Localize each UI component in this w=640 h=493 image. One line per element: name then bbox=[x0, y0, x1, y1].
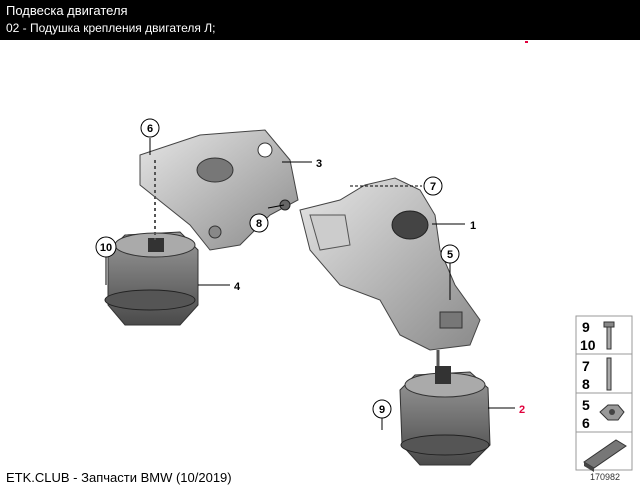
callout-6[interactable]: 6 bbox=[140, 118, 160, 138]
page-subtitle: 02 - Подушка крепления двигателя Л; bbox=[6, 21, 216, 35]
part-2-mount-right[interactable] bbox=[399, 350, 491, 466]
nut-icon bbox=[599, 404, 625, 421]
panel-icon bbox=[583, 439, 627, 472]
legend-10: 10 bbox=[580, 337, 596, 353]
footer-source: ETK.CLUB - Запчасти BMW (10/2019) bbox=[6, 470, 232, 485]
svg-text:1: 1 bbox=[470, 220, 476, 232]
svg-text:3: 3 bbox=[316, 158, 322, 170]
red-marker bbox=[525, 41, 528, 43]
svg-text:4: 4 bbox=[234, 281, 241, 293]
legend-6: 6 bbox=[582, 415, 590, 431]
part-1-bracket[interactable] bbox=[299, 177, 481, 351]
svg-text:2: 2 bbox=[519, 404, 525, 416]
image-ref: 170982 bbox=[590, 472, 621, 482]
callout-4[interactable]: 4 bbox=[234, 281, 241, 293]
legend-8: 8 bbox=[582, 376, 590, 392]
svg-text:5: 5 bbox=[447, 249, 453, 261]
legend-9: 9 bbox=[582, 319, 590, 335]
fastener-legend: 9 10 7 8 5 6 bbox=[575, 315, 633, 472]
svg-text:6: 6 bbox=[147, 123, 153, 135]
part-4-mount-left[interactable] bbox=[104, 231, 199, 326]
callout-3[interactable]: 3 bbox=[316, 158, 322, 170]
page-title: Подвеска двигателя bbox=[6, 3, 128, 18]
callout-2[interactable]: 2 bbox=[519, 404, 525, 416]
svg-text:10: 10 bbox=[100, 242, 112, 254]
bolt-icon bbox=[603, 321, 615, 350]
callout-5[interactable]: 5 bbox=[440, 244, 460, 264]
header-bar: Подвеска двигателя 02 - Подушка креплени… bbox=[0, 0, 640, 40]
leader-lines bbox=[105, 138, 515, 430]
svg-text:9: 9 bbox=[379, 404, 385, 416]
stud-icon bbox=[606, 357, 612, 391]
callout-7[interactable]: 7 bbox=[423, 176, 443, 196]
callout-9[interactable]: 9 bbox=[372, 399, 392, 419]
svg-text:8: 8 bbox=[256, 218, 262, 230]
legend-7: 7 bbox=[582, 358, 590, 374]
callout-10[interactable]: 10 bbox=[95, 236, 117, 258]
legend-5: 5 bbox=[582, 397, 590, 413]
parts-diagram: 6 3 7 1 8 10 5 4 9 2 9 10 bbox=[0, 40, 640, 488]
svg-text:7: 7 bbox=[430, 181, 436, 193]
callout-1[interactable]: 1 bbox=[470, 220, 476, 232]
part-3-bracket[interactable] bbox=[139, 129, 299, 251]
callout-8[interactable]: 8 bbox=[249, 213, 269, 233]
